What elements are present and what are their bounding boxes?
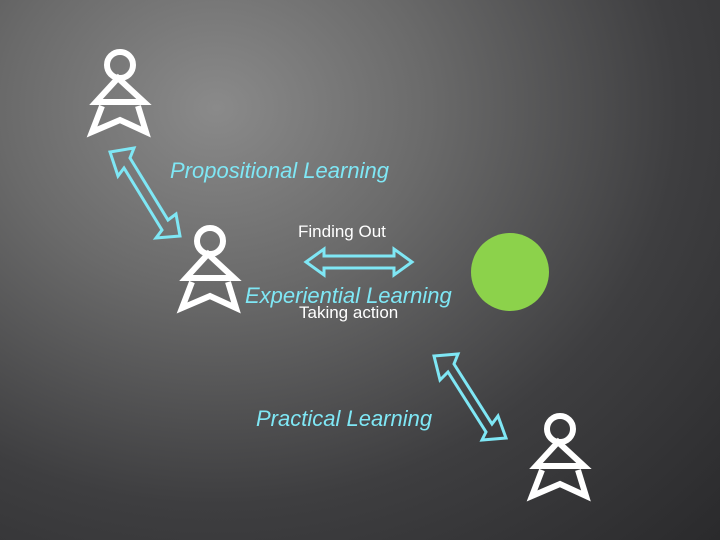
double-arrow-icon-upper	[108, 146, 182, 240]
double-arrow-icon-horizontal	[303, 246, 415, 278]
double-arrow-icon-lower	[432, 352, 509, 442]
propositional-learning-label: Propositional Learning	[170, 158, 389, 183]
person-icon-top	[86, 49, 152, 138]
taking-action-label: Taking action	[299, 303, 399, 322]
experiential-learning-label: Experiential Learning	[245, 283, 452, 308]
practical-learning-label: Practical Learning	[256, 406, 433, 431]
person-icon-middle	[176, 225, 242, 314]
person-icon-bottom	[526, 413, 592, 502]
finding-out-label: Finding Out	[298, 222, 386, 241]
green-circle	[471, 233, 549, 311]
